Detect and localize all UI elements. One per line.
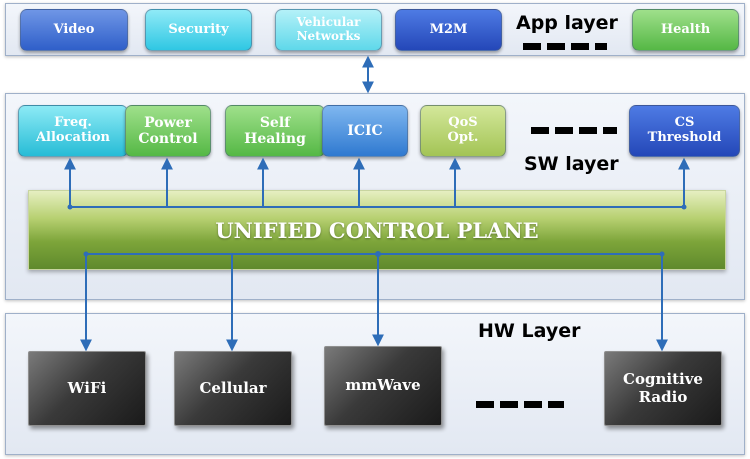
radio-cellular: Cellular bbox=[174, 351, 292, 426]
app-layer-title: App layer bbox=[516, 12, 618, 34]
module-cs-threshold: CS Threshold bbox=[629, 105, 740, 157]
unified-control-plane: UNIFIED CONTROL PLANE bbox=[28, 190, 726, 270]
module-icic: ICIC bbox=[322, 105, 408, 157]
app-layer-ellipsis bbox=[523, 43, 607, 50]
sw-layer-ellipsis bbox=[531, 127, 617, 134]
radio-cognitive-radio: Cognitive Radio bbox=[604, 351, 722, 426]
app-vehicular-networks: Vehicular Networks bbox=[275, 9, 382, 51]
radio-wifi: WiFi bbox=[28, 351, 146, 426]
app-m2m: M2M bbox=[395, 9, 502, 51]
app-video: Video bbox=[20, 9, 128, 51]
sw-layer-title: SW layer bbox=[524, 153, 619, 175]
app-health: Health bbox=[632, 9, 739, 51]
module-self-healing: Self Healing bbox=[225, 105, 325, 157]
hw-layer-ellipsis bbox=[476, 401, 564, 408]
module-qos-opt: QoS Opt. bbox=[420, 105, 506, 157]
module-power-control: Power Control bbox=[125, 105, 211, 157]
app-security: Security bbox=[145, 9, 252, 51]
module-freq-allocation: Freq. Allocation bbox=[18, 105, 128, 157]
hw-layer-title: HW Layer bbox=[478, 320, 581, 342]
radio-mmwave: mmWave bbox=[324, 346, 442, 426]
